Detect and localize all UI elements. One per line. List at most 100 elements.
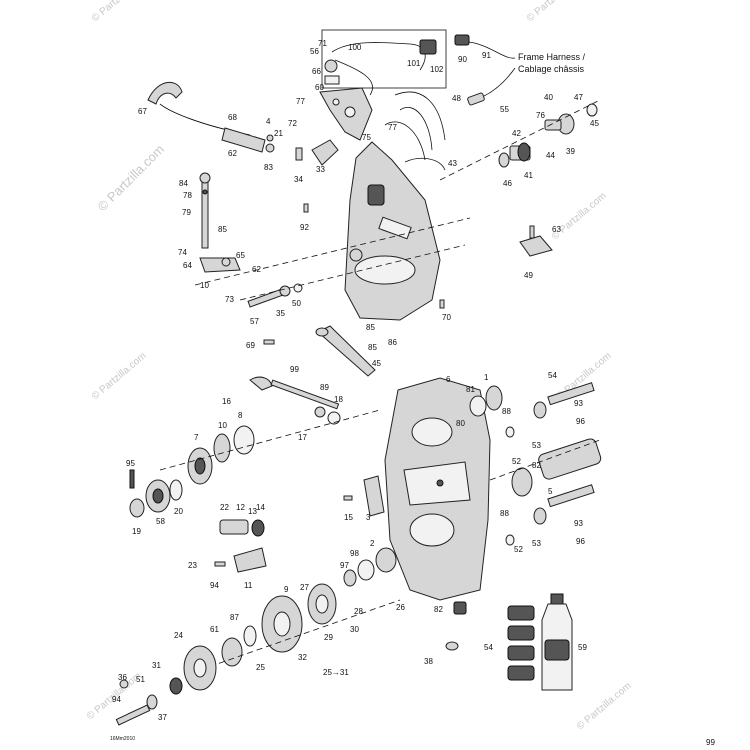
callout-1: 1 <box>484 373 489 382</box>
callout-52: 52 <box>512 457 521 466</box>
lower-bolt-group <box>115 677 183 726</box>
callout-24: 24 <box>174 631 183 640</box>
callout-46: 46 <box>503 179 512 188</box>
figure-code: 16Mm2010 <box>110 736 135 742</box>
callout-54: 54 <box>548 371 557 380</box>
guide-line-1 <box>194 217 471 286</box>
callout-99: 99 <box>290 365 299 374</box>
callout-10: 10 <box>200 281 209 290</box>
callout-16: 16 <box>222 397 231 406</box>
callout-19: 19 <box>132 527 141 536</box>
callout-32: 32 <box>298 653 307 662</box>
control-rod <box>199 172 241 273</box>
callout-38: 38 <box>424 657 433 666</box>
callout-88: 88 <box>502 407 511 416</box>
watermark-left: © Partzilla.com <box>95 142 168 215</box>
callout-45: 45 <box>590 119 599 128</box>
harness-assembly <box>321 29 516 106</box>
callout-64: 64 <box>183 261 192 270</box>
callout-36: 36 <box>118 673 127 682</box>
watermark-top-left: © Partzilla.com <box>90 0 149 24</box>
callout-85: 85 <box>368 343 377 352</box>
callout-94: 94 <box>112 695 121 704</box>
callout-7: 7 <box>194 433 199 442</box>
upper-sprocket <box>129 469 183 518</box>
callout-52: 52 <box>514 545 523 554</box>
callout-82: 82 <box>434 605 443 614</box>
callout-85: 85 <box>218 225 227 234</box>
callout-96: 96 <box>576 537 585 546</box>
callout-84: 84 <box>179 179 188 188</box>
callout-101: 101 <box>407 59 421 68</box>
callout-8: 8 <box>238 411 243 420</box>
callout-95: 95 <box>126 459 135 468</box>
callout-86: 86 <box>388 338 397 347</box>
chaincase-cover <box>344 141 446 321</box>
callout-76: 76 <box>536 111 545 120</box>
callout-39: 39 <box>566 147 575 156</box>
callout-23: 23 <box>188 561 197 570</box>
brake-arm <box>295 139 339 166</box>
callout-12: 12 <box>236 503 245 512</box>
callout-11: 11 <box>244 581 253 590</box>
callout-74: 74 <box>178 248 187 257</box>
oil-bottle <box>541 593 573 691</box>
callout-4: 4 <box>266 117 271 126</box>
callout-68: 68 <box>228 113 237 122</box>
callout-70: 70 <box>442 313 451 322</box>
callout-21: 21 <box>274 129 283 138</box>
callout-98: 98 <box>350 549 359 558</box>
watermark-right: © Partzilla.com <box>550 191 609 243</box>
callout-49: 49 <box>524 271 533 280</box>
callout-93: 93 <box>574 519 583 528</box>
callout-26: 26 <box>396 603 405 612</box>
callout-77: 77 <box>388 123 397 132</box>
callout-87: 87 <box>230 613 239 622</box>
callout-65: 65 <box>236 251 245 260</box>
watermark-bottom-right: © Partzilla.com <box>575 681 634 733</box>
callout-22: 22 <box>220 503 229 512</box>
callout-28: 28 <box>354 607 363 616</box>
tensioner-group <box>214 519 267 573</box>
seals-80-81 <box>469 385 503 417</box>
callout-58: 58 <box>156 517 165 526</box>
callout-100: 100 <box>348 43 362 52</box>
callout-45: 45 <box>372 359 381 368</box>
callout-82: 82 <box>532 461 541 470</box>
guide-line-2 <box>239 244 466 301</box>
callout-14: 14 <box>256 503 265 512</box>
watermark-mid-left: © Partzilla.com <box>90 351 149 403</box>
callout-75: 75 <box>362 133 371 142</box>
callout-15: 15 <box>344 513 353 522</box>
callout-17: 17 <box>298 433 307 442</box>
callout-51: 51 <box>136 675 145 684</box>
callout-54: 54 <box>484 643 493 652</box>
callout-81: 81 <box>466 385 475 394</box>
callout-66: 66 <box>312 67 321 76</box>
callout-83: 83 <box>264 163 273 172</box>
callout-34: 34 <box>294 175 303 184</box>
callout-80: 80 <box>456 419 465 428</box>
callout-41: 41 <box>524 171 533 180</box>
callout-88: 88 <box>500 509 509 518</box>
tensioner-bolt <box>249 376 341 425</box>
callout-35: 35 <box>276 309 285 318</box>
callout-20: 20 <box>174 507 183 516</box>
frame-harness-label-line2: Cablage châssis <box>518 64 585 74</box>
callout-3: 3 <box>366 513 371 522</box>
callout-47: 47 <box>574 93 583 102</box>
chaincase-housing <box>384 377 491 601</box>
lower-sprocket <box>261 583 337 653</box>
callout-57: 57 <box>250 317 259 326</box>
bolts-85 <box>263 203 445 345</box>
callout-90: 90 <box>458 55 467 64</box>
frame-harness-label-line1: Frame Harness / <box>518 52 586 62</box>
callout-94: 94 <box>210 581 219 590</box>
callout-93: 93 <box>574 399 583 408</box>
callout-50: 50 <box>292 299 301 308</box>
callout-43: 43 <box>448 159 457 168</box>
callout-85: 85 <box>366 323 375 332</box>
pivot-bolt <box>247 283 303 308</box>
callout-63: 63 <box>552 225 561 234</box>
